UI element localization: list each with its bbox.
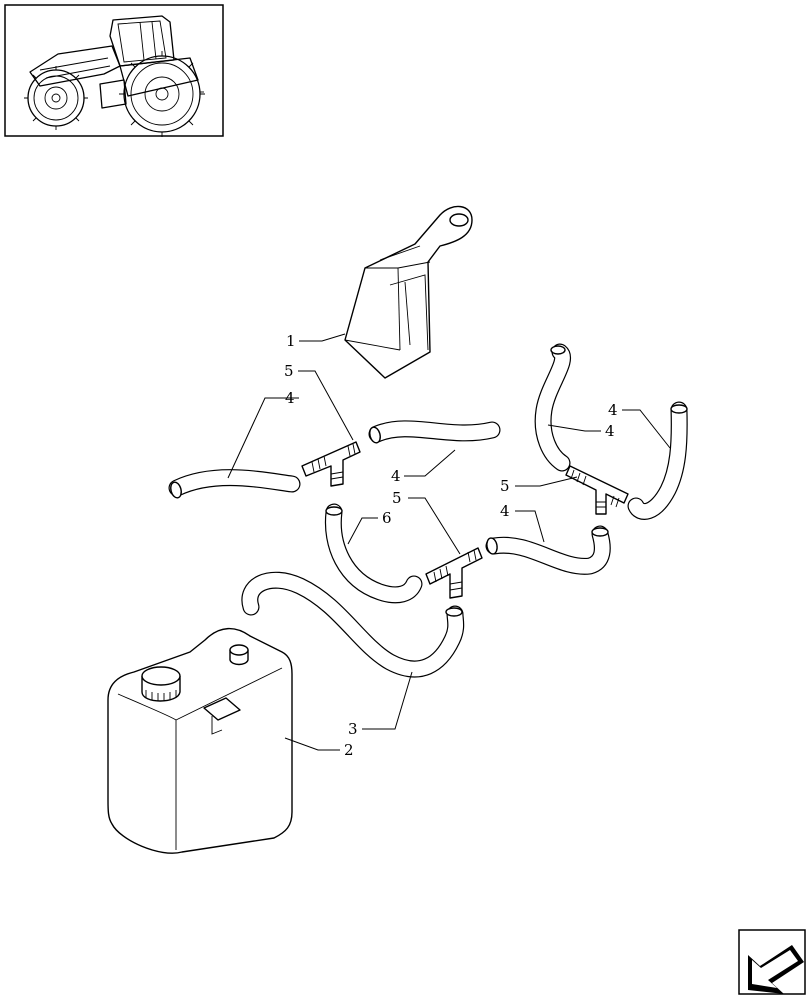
callout-4c: 4 xyxy=(608,401,618,419)
callout-2: 2 xyxy=(344,741,354,759)
callout-labels: 1 5 4 4 4 4 5 4 5 6 3 2 xyxy=(284,332,618,759)
hose-right-curved xyxy=(534,343,571,472)
reservoir-tank xyxy=(107,627,293,854)
t-connector-right xyxy=(565,465,629,515)
callout-1: 1 xyxy=(286,332,296,350)
arrow-back-icon xyxy=(748,945,804,994)
nav-back-button[interactable] xyxy=(738,929,806,995)
t-connector-left xyxy=(301,441,361,487)
callout-5c: 5 xyxy=(392,489,402,507)
t-connector-lower xyxy=(425,547,483,599)
hose-center-upper xyxy=(368,420,501,444)
tractor-icon xyxy=(24,15,205,137)
callout-4b: 4 xyxy=(391,467,401,485)
tractor-thumbnail[interactable] xyxy=(4,4,224,137)
callout-6: 6 xyxy=(382,509,392,527)
hose-lower-right xyxy=(485,525,611,575)
leader-lines xyxy=(227,333,671,751)
bracket-part xyxy=(344,205,473,379)
callout-4a: 4 xyxy=(285,389,295,407)
callout-4e: 4 xyxy=(500,502,510,520)
callout-5a: 5 xyxy=(284,362,294,380)
callout-5b: 5 xyxy=(500,477,510,495)
hose-right-hook xyxy=(627,401,688,520)
callout-3: 3 xyxy=(348,720,358,738)
hose-six xyxy=(324,503,423,604)
hose-three xyxy=(241,571,465,678)
hose-left-upper xyxy=(168,469,301,499)
callout-4d: 4 xyxy=(605,422,615,440)
